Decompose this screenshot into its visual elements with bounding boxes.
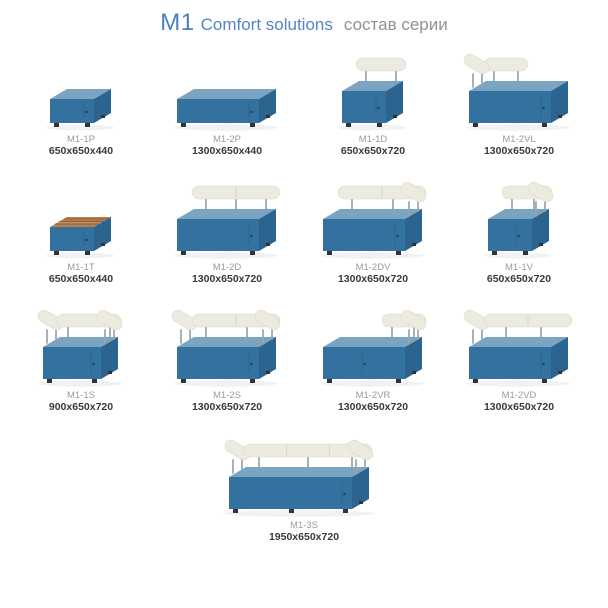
product-name: M1-3S xyxy=(290,520,318,531)
product-dimensions: 1300x650x720 xyxy=(483,145,555,157)
product-dimensions: 1300x650x440 xyxy=(191,145,263,157)
product-card-m1-2p: M1-2P 1300x650x440 xyxy=(154,41,300,169)
product-dimensions: 1300x650x720 xyxy=(191,273,263,285)
right-arm-bolster xyxy=(400,309,427,345)
product-dimensions: 650x650x440 xyxy=(48,273,114,285)
module-box xyxy=(38,337,122,387)
product-render-m1-1d xyxy=(300,41,446,133)
pouf-low-illustration xyxy=(46,89,114,131)
product-card-m1-2vd: M1-2VD 1300x650x720 xyxy=(446,297,592,425)
product-render-m1-2vl xyxy=(446,41,592,133)
product-name: M1-2P xyxy=(213,134,241,145)
product-render-m1-1s xyxy=(8,297,154,389)
product-card-m1-2dv: M1-2DV 1300x650x720 xyxy=(300,169,446,297)
product-card-m1-1s: M1-1S 900x650x720 xyxy=(8,297,154,425)
back-bolster xyxy=(483,57,529,84)
series-name: M1 xyxy=(160,9,195,36)
product-card-m1-2d: M1-2D 1300x650x720 xyxy=(154,169,300,297)
product-name: M1-2S xyxy=(213,390,241,401)
product-card-m1-1t: M1-1T 650x650x440 xyxy=(8,169,154,297)
product-dimensions: 1300x650x720 xyxy=(483,401,555,413)
left-arm-bolster xyxy=(37,309,64,344)
product-card-m1-2s: M1-2S 1300x650x720 xyxy=(154,297,300,425)
series-subtitle: Comfort solutions xyxy=(200,15,333,34)
right-arm-bolster xyxy=(527,181,554,217)
product-card-m1-3s: M1-3S 1950x650x720 xyxy=(0,427,608,544)
product-dimensions: 900x650x720 xyxy=(48,401,114,413)
sofa-illustration xyxy=(171,309,281,387)
table-illustration xyxy=(46,217,114,259)
module-box xyxy=(174,89,278,131)
bench-corner-right-illustration xyxy=(320,309,427,387)
product-name: M1-1P xyxy=(67,134,95,145)
product-render-m1-3s xyxy=(204,427,404,519)
product-name: M1-1V xyxy=(505,262,533,273)
product-name: M1-2VR xyxy=(355,390,391,401)
module-box xyxy=(320,337,424,387)
module-box xyxy=(46,217,114,259)
back-bolster xyxy=(355,57,407,84)
bench-low-illustration xyxy=(174,89,278,131)
right-arm-bolster xyxy=(347,439,374,475)
product-render-m1-2p xyxy=(154,41,300,133)
armchair-illustration xyxy=(37,309,123,387)
product-dimensions: 650x650x720 xyxy=(340,145,406,157)
product-card-m1-1v: M1-1V 650x650x720 xyxy=(446,169,592,297)
product-name: M1-2VL xyxy=(502,134,536,145)
module-box xyxy=(484,209,552,259)
product-grid: M1-1P 650x650x440 M1-2 xyxy=(8,41,592,425)
product-render-m1-2vd xyxy=(446,297,592,389)
module-box xyxy=(46,89,114,131)
product-name: M1-2DV xyxy=(355,262,391,273)
product-card-m1-1p: M1-1P 650x650x440 xyxy=(8,41,154,169)
sofa-xl-illustration xyxy=(223,439,375,517)
bench-back-left-arm-illustration xyxy=(463,309,573,387)
pouf-corner-illustration xyxy=(484,181,554,259)
module-box xyxy=(338,81,406,131)
pouf-back-illustration xyxy=(338,57,407,131)
back-bolster xyxy=(483,313,573,340)
product-card-m1-2vr: M1-2VR 1300x650x720 xyxy=(300,297,446,425)
right-arm-bolster xyxy=(400,181,427,217)
product-name: M1-1S xyxy=(67,390,95,401)
product-render-m1-1p xyxy=(8,41,154,133)
product-name: M1-2D xyxy=(212,262,242,273)
module-box xyxy=(320,209,424,259)
product-dimensions: 650x650x720 xyxy=(486,273,552,285)
product-dimensions: 1300x650x720 xyxy=(337,273,409,285)
product-dimensions: 1300x650x720 xyxy=(337,401,409,413)
product-render-m1-2dv xyxy=(300,169,446,261)
product-render-m1-2vr xyxy=(300,297,446,389)
module-box xyxy=(466,337,570,387)
product-render-m1-1v xyxy=(446,169,592,261)
module-box xyxy=(466,81,570,131)
page-header: M1 Comfort solutions состав серии xyxy=(0,0,608,37)
left-arm-bolster xyxy=(463,309,490,344)
module-box xyxy=(174,209,278,259)
product-name: M1-2VD xyxy=(501,390,537,401)
bench-corner-left-illustration xyxy=(463,53,570,131)
product-card-m1-2vl: M1-2VL 1300x650x720 xyxy=(446,41,592,169)
product-dimensions: 650x650x440 xyxy=(48,145,114,157)
left-arm-bolster xyxy=(463,53,490,88)
back-bolster xyxy=(243,443,373,470)
bench-back-illustration xyxy=(174,185,281,259)
right-arm-bolster xyxy=(254,309,281,345)
product-dimensions: 1300x650x720 xyxy=(191,401,263,413)
series-caption: состав серии xyxy=(343,15,448,34)
back-bolster xyxy=(191,185,281,212)
product-render-m1-2s xyxy=(154,297,300,389)
product-render-m1-1t xyxy=(8,169,154,261)
right-arm-bolster xyxy=(96,309,123,345)
product-name: M1-1D xyxy=(358,134,388,145)
product-name: M1-1T xyxy=(67,262,95,273)
left-arm-bolster xyxy=(171,309,198,344)
module-box xyxy=(174,337,278,387)
product-dimensions: 1950x650x720 xyxy=(268,531,340,543)
module-box xyxy=(223,467,375,517)
bench-back-right-arm-illustration xyxy=(320,181,427,259)
left-arm-bolster xyxy=(224,439,251,474)
product-render-m1-2d xyxy=(154,169,300,261)
product-card-m1-1d: M1-1D 650x650x720 xyxy=(300,41,446,169)
